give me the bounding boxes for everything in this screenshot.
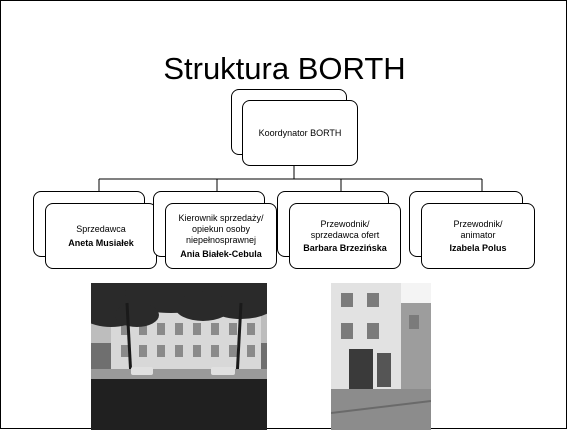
node-role-line: niepełnosprawnej (185, 234, 257, 245)
node-person-name: Ania Białek-Cebula (180, 248, 262, 259)
node-person-name: Barbara Brzezińska (303, 242, 387, 253)
node-role-line: opiekun osoby (191, 223, 251, 234)
node-person-name: Izabela Polus (449, 242, 507, 253)
node-person-name: Aneta Musiałek (68, 237, 134, 248)
node-role-line: Kierownik sprzedaży/ (178, 212, 264, 223)
node-role-line: sprzedawca ofert (310, 229, 380, 240)
node-role-line: Sprzedawca (76, 223, 126, 234)
slide-title: Struktura BORTH (163, 51, 406, 86)
node-role-line: Przewodnik/ (320, 218, 370, 229)
node-role-line: Przewodnik/ (453, 218, 503, 229)
town-square-photo-image (91, 283, 267, 430)
root-label: Koordynator BORTH (258, 127, 342, 138)
town-square-photo (91, 283, 267, 430)
node-role-line: animator (460, 229, 496, 240)
street-photo (331, 283, 431, 430)
street-photo-image (331, 283, 431, 430)
